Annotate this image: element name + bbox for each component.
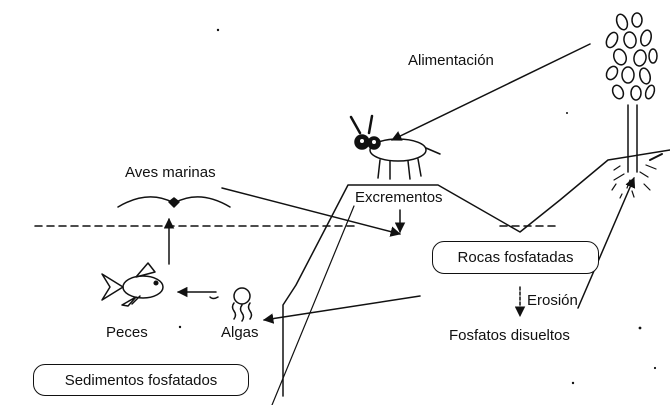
label-aves-marinas: Aves marinas	[125, 164, 216, 181]
arrow-fosfatos-to-algas	[262, 295, 421, 324]
algae	[209, 287, 253, 322]
arrow-aves-to-rocas	[221, 187, 402, 237]
tree	[605, 12, 663, 199]
arrow-fosfatos-to-tree	[577, 177, 636, 309]
fish	[101, 262, 164, 307]
label-alimentacion: Alimentación	[408, 52, 494, 69]
label-fosfatos-disueltos: Fosfatos disueltos	[449, 327, 570, 344]
island-slope-line	[271, 205, 355, 405]
label-peces: Peces	[106, 324, 148, 341]
box-rocas-fosfatadas: Rocas fosfatadas	[432, 241, 599, 274]
label-excrementos: Excrementos	[355, 189, 443, 206]
label-erosion: Erosión	[527, 292, 578, 309]
grazing-animal	[349, 114, 441, 180]
label-algas: Algas	[221, 324, 259, 341]
terrain-profile	[282, 149, 670, 397]
box-sedimentos-fosfatados: Sedimentos fosfatados	[33, 364, 249, 396]
arrow-alimentacion	[391, 43, 591, 141]
